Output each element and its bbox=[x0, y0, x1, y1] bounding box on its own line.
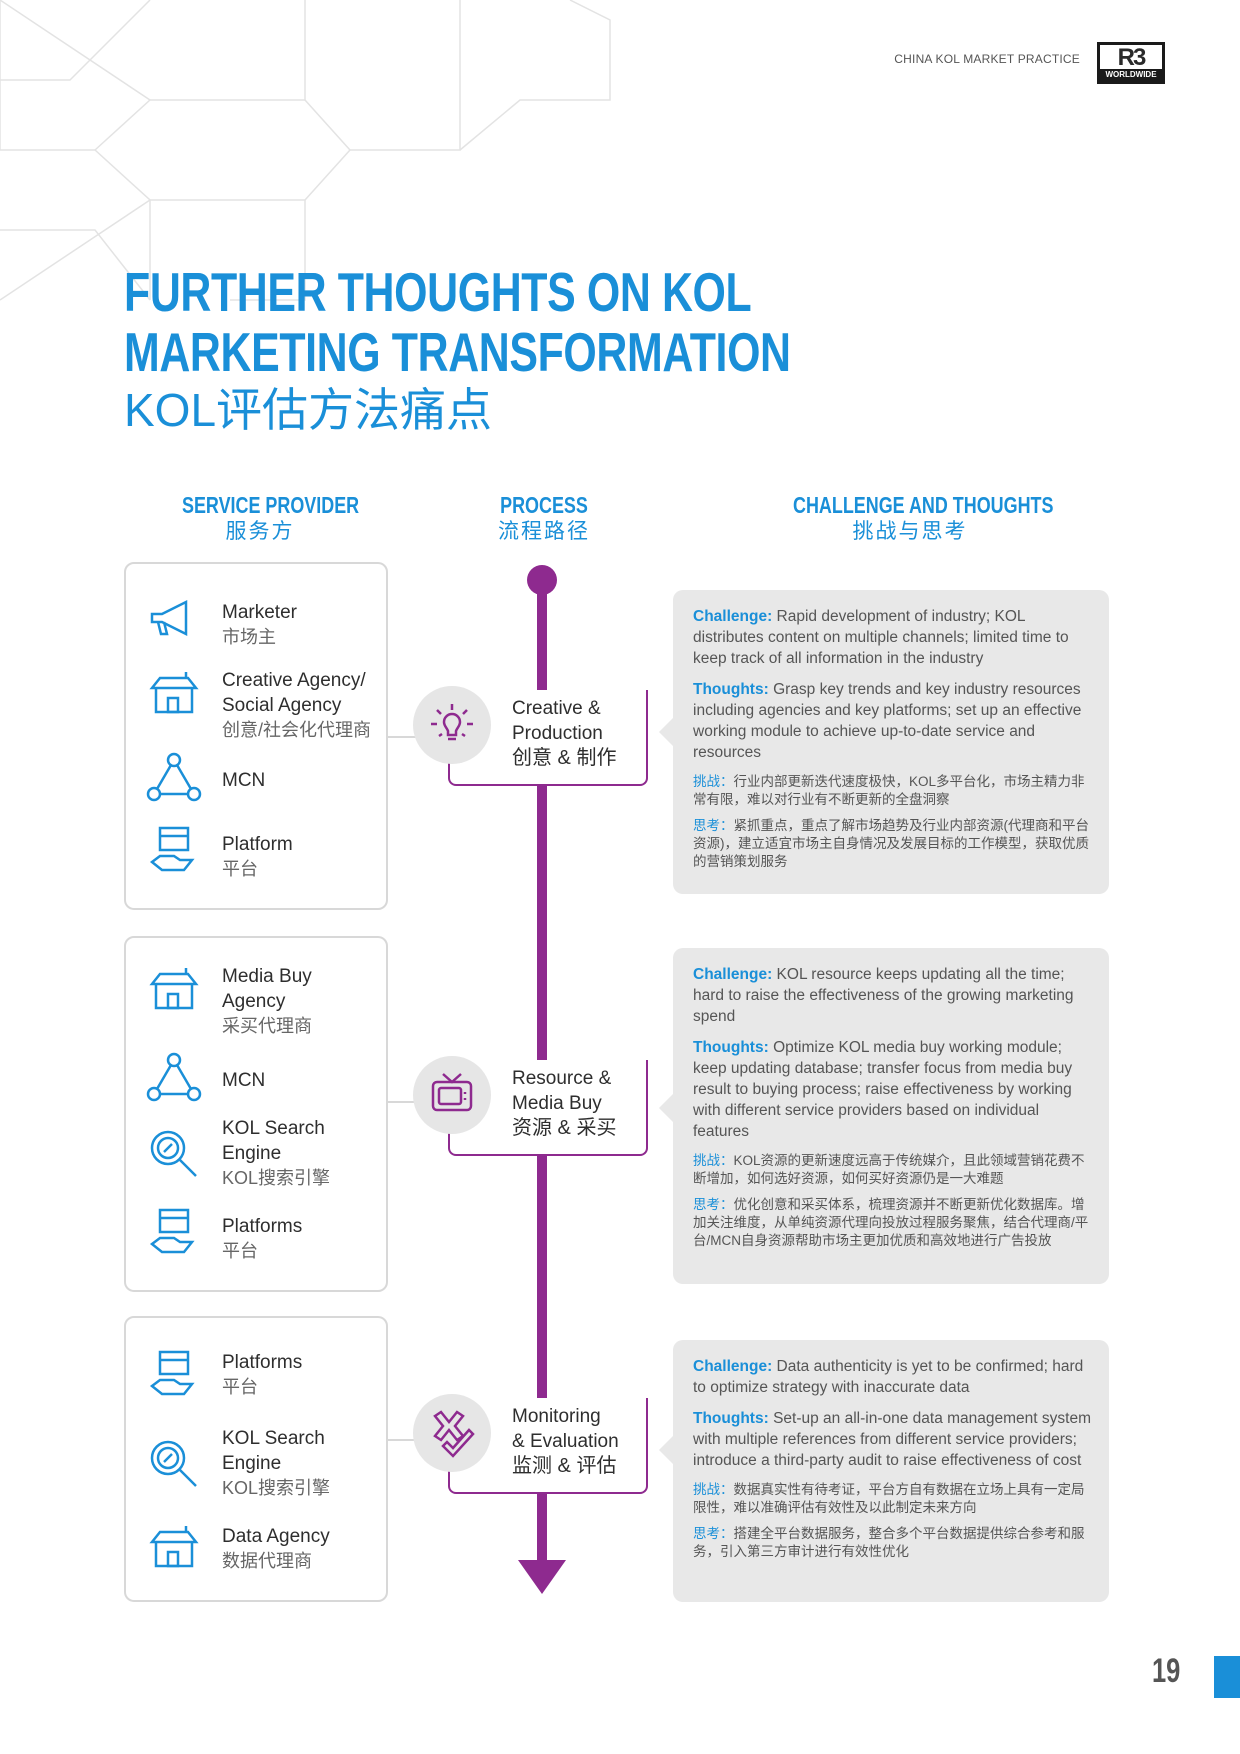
r3-logo: R3 WORLDWIDE bbox=[1097, 42, 1165, 84]
challenge-label: Challenge: bbox=[693, 1358, 773, 1375]
provider-name-cn: 创意/社会化代理商 bbox=[222, 720, 372, 740]
logo-subtitle: WORLDWIDE bbox=[1100, 69, 1162, 81]
provider-name: KOL Search Engine bbox=[222, 1428, 325, 1474]
platform-hand-icon bbox=[149, 826, 195, 872]
building-icon bbox=[149, 672, 199, 714]
challenge-text: Rapid development of industry; KOL distr… bbox=[693, 608, 1069, 667]
provider-name-cn: KOL搜索引擎 bbox=[222, 1168, 331, 1188]
challenge-text: KOL resource keeps updating all the time… bbox=[693, 966, 1074, 1025]
provider-name: Creative Agency/ Social Agency bbox=[222, 670, 366, 716]
callout-pointer bbox=[659, 1094, 673, 1122]
thoughts-label-cn: 思考： bbox=[693, 1197, 734, 1212]
challenge-label: Challenge: bbox=[693, 966, 773, 983]
thoughts-label-cn: 思考： bbox=[693, 1526, 734, 1541]
challenge-text-cn: 数据真实性有待考证，平台方自有数据在立场上具有一定局限性，难以准确评估有效性及以… bbox=[693, 1482, 1085, 1515]
challenge-box-1: Challenge: Rapid development of industry… bbox=[659, 590, 1109, 894]
thoughts-text: Optimize KOL media buy working module; k… bbox=[693, 1039, 1073, 1140]
provider-name: MCN bbox=[222, 770, 266, 791]
provider-name: KOL Search Engine bbox=[222, 1118, 325, 1164]
thoughts-label-cn: 思考： bbox=[693, 818, 734, 833]
provider-name: Media Buy Agency bbox=[222, 966, 312, 1012]
provider-name: Platforms bbox=[222, 1216, 303, 1237]
publication-header: CHINA KOL MARKET PRACTICE bbox=[894, 52, 1080, 66]
thoughts-label: Thoughts: bbox=[693, 1410, 769, 1427]
magnifier-icon bbox=[150, 1130, 197, 1177]
challenge-box-3: Challenge: Data authenticity is yet to b… bbox=[659, 1340, 1109, 1602]
challenge-label: Challenge: bbox=[693, 608, 773, 625]
thoughts-text-cn: 紧抓重点，重点了解市场趋势及行业内部资源(代理商和平台资源)，建立适宜市场主自身… bbox=[693, 818, 1089, 869]
process-label: Production bbox=[512, 723, 603, 744]
provider-name-cn: 平台 bbox=[222, 859, 258, 879]
provider-name-cn: 平台 bbox=[222, 1241, 258, 1261]
column-heading-provider: SERVICE PROVIDER 服务方 bbox=[160, 492, 360, 546]
thoughts-text-cn: 搭建全平台数据服务，整合多个平台数据提供综合参考和服务，引入第三方审计进行有效性… bbox=[693, 1526, 1085, 1559]
title-line-1: FURTHER THOUGHTS ON KOL bbox=[124, 261, 752, 323]
network-icon bbox=[146, 1052, 202, 1102]
column-heading-challenge: CHALLENGE AND THOUGHTS 挑战与思考 bbox=[760, 492, 1060, 546]
provider-group-1: Marketer 市场主 Creative Agency/ Social Agen… bbox=[124, 562, 388, 910]
thoughts-text-cn: 优化创意和采买体系，梳理资源并不断更新优化数据库。增加关注维度，从单纯资源代理向… bbox=[693, 1197, 1089, 1248]
column-heading-cn: 服务方 bbox=[225, 520, 295, 543]
provider-name-cn: KOL搜索引擎 bbox=[222, 1478, 331, 1498]
provider-name: Marketer bbox=[222, 602, 297, 623]
title-line-2: MARKETING TRANSFORMATION bbox=[124, 321, 791, 383]
provider-name: Platform bbox=[222, 834, 293, 855]
challenge-text-cn: 行业内部更新迭代速度极快，KOL多平台化，市场主精力非常有限，难以对行业有不断更… bbox=[693, 774, 1085, 807]
provider-name: Data Agency bbox=[222, 1526, 330, 1547]
challenge-box-2: Challenge: KOL resource keeps updating a… bbox=[659, 948, 1109, 1284]
check-cross-icon bbox=[413, 1394, 491, 1472]
provider-name: MCN bbox=[222, 1070, 266, 1091]
callout-pointer bbox=[659, 1436, 673, 1464]
process-label: & Evaluation bbox=[512, 1431, 619, 1452]
thoughts-label: Thoughts: bbox=[693, 1039, 769, 1056]
challenge-label-cn: 挑战： bbox=[693, 774, 734, 789]
process-label-cn: 创意 & 制作 bbox=[512, 747, 617, 769]
thoughts-text: Set-up an all-in-one data management sys… bbox=[693, 1410, 1092, 1469]
platform-hand-icon bbox=[149, 1350, 195, 1396]
page-number: 19 bbox=[1152, 1652, 1181, 1690]
column-heading-process: PROCESS 流程路径 bbox=[444, 492, 644, 546]
callout-pointer bbox=[659, 718, 673, 746]
provider-name-cn: 数据代理商 bbox=[222, 1551, 312, 1571]
magnifier-icon bbox=[150, 1440, 197, 1487]
tv-icon bbox=[413, 1056, 491, 1134]
process-label-cn: 资源 & 采买 bbox=[512, 1117, 617, 1139]
column-heading-cn: 流程路径 bbox=[498, 520, 590, 543]
building-icon bbox=[149, 968, 199, 1010]
megaphone-icon bbox=[150, 599, 188, 637]
column-heading-en: SERVICE PROVIDER bbox=[182, 492, 360, 518]
process-label: Media Buy bbox=[512, 1093, 602, 1114]
process-label: Creative & bbox=[512, 698, 601, 719]
column-heading-en: PROCESS bbox=[500, 492, 588, 518]
page-accent-bar bbox=[1214, 1656, 1240, 1698]
network-icon bbox=[146, 752, 202, 802]
building-icon bbox=[149, 1526, 199, 1568]
thoughts-text: Grasp key trends and key industry resour… bbox=[693, 681, 1082, 761]
provider-name-cn: 市场主 bbox=[222, 627, 276, 647]
provider-name: Platforms bbox=[222, 1352, 303, 1373]
column-heading-cn: 挑战与思考 bbox=[852, 520, 968, 543]
logo-mark: R3 bbox=[1117, 44, 1147, 71]
process-label: Resource & bbox=[512, 1068, 612, 1089]
thoughts-label: Thoughts: bbox=[693, 681, 769, 698]
challenge-label-cn: 挑战： bbox=[693, 1153, 734, 1168]
provider-name-cn: 平台 bbox=[222, 1377, 258, 1397]
challenge-text-cn: KOL资源的更新速度远高于传统媒介，且此领域营销花费不断增加，如何选好资源，如何… bbox=[693, 1153, 1085, 1186]
page-title-chinese: KOL评估方法痛点 bbox=[124, 384, 493, 436]
process-label-cn: 监测 & 评估 bbox=[512, 1455, 617, 1477]
provider-name-cn: 采买代理商 bbox=[222, 1016, 312, 1036]
challenge-text: Data authenticity is yet to be confirmed… bbox=[693, 1358, 1084, 1396]
process-label: Monitoring bbox=[512, 1406, 601, 1427]
lightbulb-icon bbox=[413, 686, 491, 764]
page-title: FURTHER THOUGHTS ON KOL MARKETING TRANSF… bbox=[124, 262, 791, 382]
background-hexagon-pattern bbox=[0, 0, 611, 301]
challenge-label-cn: 挑战： bbox=[693, 1482, 734, 1497]
platform-hand-icon bbox=[149, 1208, 195, 1254]
column-heading-en: CHALLENGE AND THOUGHTS bbox=[793, 492, 1054, 518]
provider-group-2: Media Buy Agency 采买代理商 MCN KOL Search Eng… bbox=[124, 936, 388, 1292]
